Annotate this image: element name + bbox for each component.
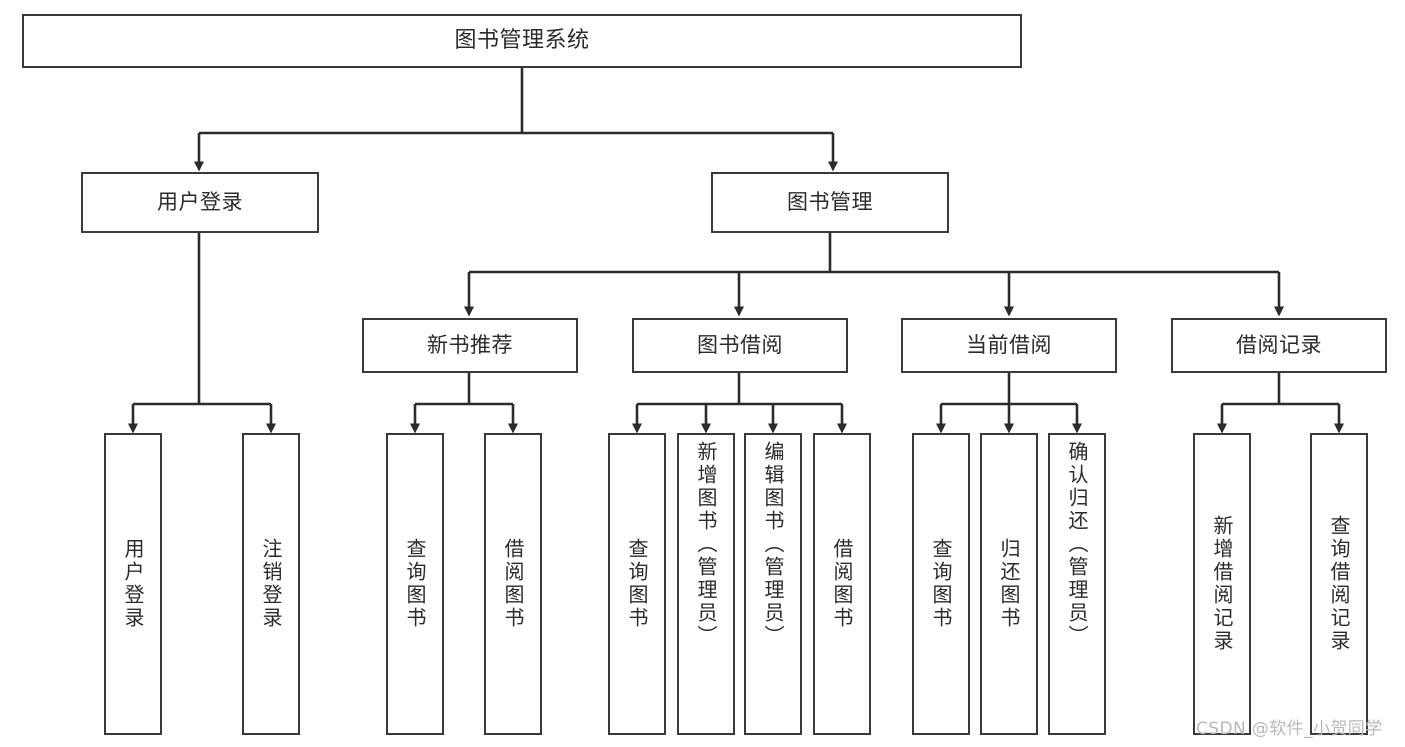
node-label: 新增借阅记录 (1210, 515, 1234, 653)
leaf-borrow-query-book[interactable]: 查询图书 (608, 433, 666, 735)
node-root-system[interactable]: 图书管理系统 (22, 14, 1022, 68)
csdn-watermark: CSDN @软件_小贺同学 (1196, 719, 1383, 739)
node-label: 图书借阅 (697, 333, 783, 358)
node-label: 查询图书 (625, 538, 649, 630)
node-borrow-record[interactable]: 借阅记录 (1171, 318, 1387, 373)
leaf-record-add-record[interactable]: 新增借阅记录 (1193, 433, 1251, 735)
leaf-user-login-signin[interactable]: 用户登录 (104, 433, 162, 735)
node-book-management[interactable]: 图书管理 (711, 172, 949, 233)
leaf-recommend-query-book[interactable]: 查询图书 (386, 433, 444, 735)
node-label: 查询借阅记录 (1327, 515, 1351, 653)
node-current-borrow[interactable]: 当前借阅 (901, 318, 1117, 373)
leaf-borrow-add-book-admin[interactable]: 新增图书（管理员） (677, 433, 735, 735)
node-label: 查询图书 (929, 538, 953, 630)
node-label: 图书管理 (787, 190, 873, 215)
node-label: 用户登录 (121, 538, 145, 630)
leaf-current-query-book[interactable]: 查询图书 (912, 433, 970, 735)
node-label: 新增图书（管理员） (694, 441, 718, 648)
node-label: 用户登录 (157, 190, 243, 215)
leaf-record-query-record[interactable]: 查询借阅记录 (1310, 433, 1368, 735)
node-label: 注销登录 (259, 538, 283, 630)
leaf-current-return-book[interactable]: 归还图书 (980, 433, 1038, 735)
node-label: 借阅图书 (830, 538, 854, 630)
node-book-borrow[interactable]: 图书借阅 (632, 318, 848, 373)
leaf-borrow-borrow-book[interactable]: 借阅图书 (813, 433, 871, 735)
leaf-recommend-borrow-book[interactable]: 借阅图书 (484, 433, 542, 735)
node-label: 归还图书 (997, 538, 1021, 630)
node-label: 当前借阅 (966, 333, 1052, 358)
node-new-book-recommend[interactable]: 新书推荐 (362, 318, 578, 373)
node-label: 新书推荐 (427, 333, 513, 358)
node-label: 确认归还（管理员） (1065, 441, 1089, 648)
node-label: 编辑图书（管理员） (761, 441, 785, 648)
node-label: 查询图书 (403, 538, 427, 630)
node-label: 借阅记录 (1236, 333, 1322, 358)
node-user-login[interactable]: 用户登录 (81, 172, 319, 233)
node-label: 借阅图书 (501, 538, 525, 630)
leaf-current-confirm-return-admin[interactable]: 确认归还（管理员） (1048, 433, 1106, 735)
leaf-user-login-signout[interactable]: 注销登录 (242, 433, 300, 735)
leaf-borrow-edit-book-admin[interactable]: 编辑图书（管理员） (744, 433, 802, 735)
node-label: 图书管理系统 (454, 28, 590, 54)
